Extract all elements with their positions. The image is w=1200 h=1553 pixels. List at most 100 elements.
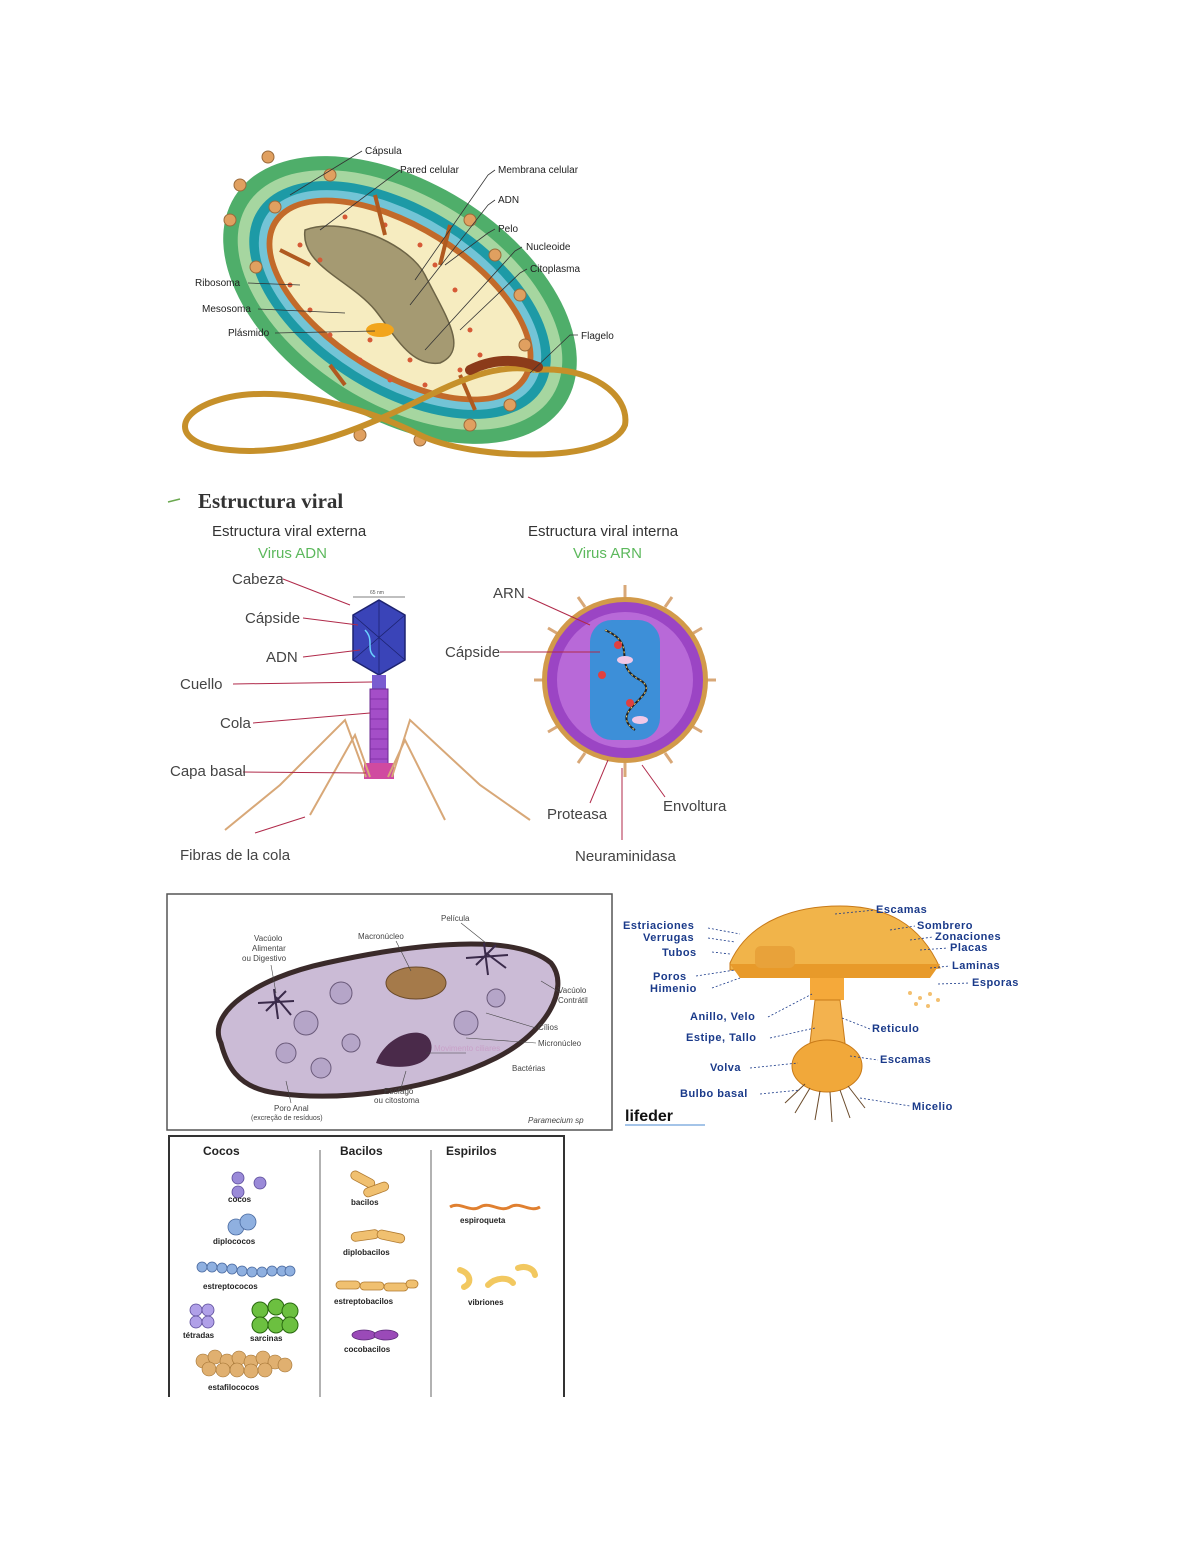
header-cocos: Cocos xyxy=(203,1144,240,1158)
label-capa-basal: Capa basal xyxy=(170,763,246,780)
internal-subheading: Virus ARN xyxy=(573,545,642,562)
mycelium xyxy=(784,1083,866,1123)
label-poro-anal-1: Poro Anal xyxy=(274,1104,309,1113)
label-cabeza: Cabeza xyxy=(232,571,284,588)
label-vacuolo-contratil-2: Contrátil xyxy=(558,996,588,1005)
plasmid xyxy=(366,323,394,337)
flagellum xyxy=(182,365,629,458)
label-diplococos: diplococos xyxy=(213,1237,256,1246)
label-verrugas: Verrugas xyxy=(643,932,694,944)
label-envoltura: Envoltura xyxy=(663,798,727,815)
contractile-vacuoles xyxy=(257,942,509,1020)
label-vacuolo-contratil-1: Vacúolo xyxy=(558,986,587,995)
sarcinas-shape xyxy=(251,1298,299,1334)
label-diplobacilos: diplobacilos xyxy=(343,1248,390,1257)
label-arn: ARN xyxy=(493,585,525,602)
label-escamas-top: Escamas xyxy=(876,904,927,916)
scale-label: 65 nm xyxy=(370,590,384,596)
title-dash xyxy=(167,498,181,503)
bacteria-shapes-diagram: Cocos Bacilos Espirilos cocos diplococos… xyxy=(168,1135,565,1397)
lifeder-logo: lifeder xyxy=(625,1108,673,1125)
label-estipe: Estipe, Tallo xyxy=(686,1032,756,1044)
label-capside-interna: Cápside xyxy=(445,644,500,661)
label-tubos: Tubos xyxy=(662,947,697,959)
food-vacuoles xyxy=(275,981,506,1079)
label-placas: Placas xyxy=(950,942,988,954)
bacteria-diagram: Cápsula Pared celular Membrana celular A… xyxy=(182,146,629,458)
label-espiroqueta: espiroqueta xyxy=(460,1216,506,1225)
cap-pores xyxy=(755,946,795,968)
tetradas-shape xyxy=(189,1303,215,1329)
label-tetradas: tétradas xyxy=(183,1331,215,1340)
label-vacuolo-alimentar-1: Vacúolo xyxy=(254,934,283,943)
external-heading: Estructura viral externa xyxy=(212,523,367,540)
label-proteasa: Proteasa xyxy=(547,806,608,823)
internal-heading: Estructura viral interna xyxy=(528,523,679,540)
stipe xyxy=(809,999,846,1044)
label-fibras: Fibras de la cola xyxy=(180,847,291,864)
label-cuello: Cuello xyxy=(180,676,223,693)
external-subheading: Virus ADN xyxy=(258,545,327,562)
core xyxy=(590,620,660,740)
cocos-shape xyxy=(231,1171,267,1199)
label-bacilos: bacilos xyxy=(351,1198,379,1207)
volva xyxy=(791,1039,863,1093)
label-bulbo: Bulbo basal xyxy=(680,1088,748,1100)
label-esofago-1: Esófago xyxy=(384,1087,414,1096)
label-ribosoma: Ribosoma xyxy=(195,278,240,289)
estreptococos-shape xyxy=(196,1261,296,1278)
virus-title: Estructura viral xyxy=(198,489,343,513)
label-micelio: Micelio xyxy=(912,1101,953,1113)
header-espirilos: Espirilos xyxy=(446,1144,497,1158)
label-membrana-celular: Membrana celular xyxy=(498,165,579,176)
label-capsula: Cápsula xyxy=(365,146,402,157)
header-bacilos: Bacilos xyxy=(340,1144,383,1158)
mushroom-leaders xyxy=(695,909,971,1107)
label-estreptococos: estreptococos xyxy=(203,1282,258,1291)
paramecium-diagram: Película Vacúolo Alimentar ou Digestivo … xyxy=(166,893,613,1131)
label-pelicula: Película xyxy=(441,914,470,923)
label-plasmido: Plásmido xyxy=(228,328,270,339)
cocobacilos-shape xyxy=(351,1329,399,1341)
label-estafilococos: estafilococos xyxy=(208,1383,260,1392)
label-reticulo: Reticulo xyxy=(872,1023,919,1035)
label-bacterias: Bactérias xyxy=(512,1064,545,1073)
label-cola: Cola xyxy=(220,715,252,732)
spores xyxy=(908,991,940,1008)
label-citoplasma: Citoplasma xyxy=(530,264,580,275)
estreptobacilos-shape xyxy=(335,1279,419,1292)
label-himenio: Himenio xyxy=(650,983,697,995)
label-estriaciones: Estriaciones xyxy=(623,920,694,932)
diplobacilos-shape xyxy=(350,1229,406,1244)
label-adn-externa: ADN xyxy=(266,649,298,666)
label-volva: Volva xyxy=(710,1062,741,1074)
tail-fibers xyxy=(224,718,531,831)
label-laminas: Laminas xyxy=(952,960,1000,972)
label-esporas: Esporas xyxy=(972,977,1019,989)
phage-collar xyxy=(372,675,386,689)
phage-baseplate xyxy=(364,763,394,779)
flagellum-base xyxy=(465,355,543,375)
label-vibriones: vibriones xyxy=(468,1298,504,1307)
label-movimento: Movimento ciliares xyxy=(434,1044,500,1053)
cell-body xyxy=(216,941,561,1099)
label-mesosoma: Mesosoma xyxy=(202,304,251,315)
macronucleus xyxy=(385,966,447,1000)
label-species: Paramecium sp xyxy=(528,1116,584,1125)
rna-virus xyxy=(534,585,716,777)
annulus xyxy=(810,978,844,1000)
estafilococos-shape xyxy=(195,1349,293,1379)
bacilos-shape xyxy=(350,1170,390,1198)
label-esofago-2: ou citostoma xyxy=(374,1096,420,1105)
label-cilios: Cílios xyxy=(538,1023,558,1032)
label-estreptobacilos: estreptobacilos xyxy=(334,1297,394,1306)
ribosomes xyxy=(287,214,483,388)
label-zonaciones: Zonaciones xyxy=(935,931,1001,943)
nucleoid xyxy=(304,225,455,364)
label-poros: Poros xyxy=(653,971,687,983)
espiroqueta-shape xyxy=(449,1203,541,1211)
mushroom-diagram: Escamas Sombrero Zonaciones Placas Lamin… xyxy=(623,904,1019,1126)
label-vacuolo-alimentar-3: ou Digestivo xyxy=(242,954,287,963)
label-cocobacilos: cocobacilos xyxy=(344,1345,391,1354)
